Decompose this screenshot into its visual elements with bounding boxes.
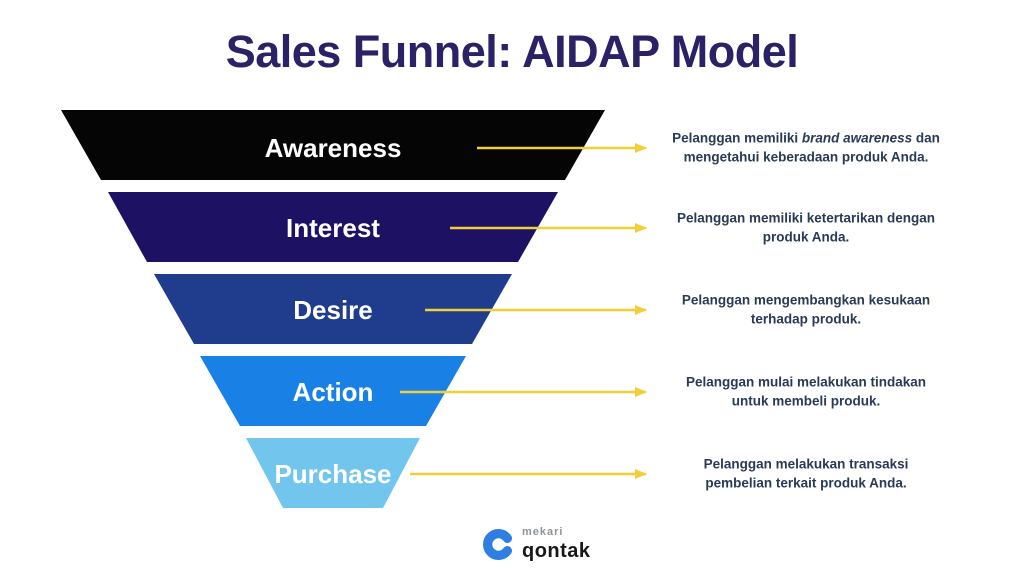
qontak-logo-icon xyxy=(483,528,513,560)
funnel-stage-label-action: Action xyxy=(292,377,374,407)
description-desire: Pelanggan mengembangkan kesukaan terhada… xyxy=(665,292,947,329)
description-action: Pelanggan mulai melakukan tindakan untuk… xyxy=(665,374,947,411)
funnel-stage-interest xyxy=(108,192,558,262)
funnel-stage-label-purchase: Purchase xyxy=(274,459,392,489)
funnel-stage-label-awareness: Awareness xyxy=(264,133,402,163)
description-line: Pelanggan memiliki brand awareness dan xyxy=(672,130,940,146)
description-line: Pelanggan memiliki ketertarikan dengan xyxy=(676,210,936,226)
description-awareness: Pelanggan memiliki brand awareness dan m… xyxy=(665,130,947,167)
funnel-stage-label-desire: Desire xyxy=(293,295,373,325)
logo-text-mekari: mekari xyxy=(522,526,564,538)
description-purchase: Pelanggan melakukan transaksi pembelian … xyxy=(665,456,947,493)
description-line: Pelanggan mulai melakukan tindakan xyxy=(685,374,927,390)
description-line: Pelanggan mengembangkan kesukaan xyxy=(681,292,931,308)
funnel-stage-action xyxy=(200,356,466,426)
logo-wordmark: mekari qontak xyxy=(522,526,591,562)
description-line: Pelanggan melakukan transaksi xyxy=(703,456,909,472)
mekari-qontak-logo: mekari qontak xyxy=(482,527,591,561)
funnel-stage-awareness xyxy=(61,110,605,180)
description-line: pembelian terkait produk Anda. xyxy=(705,475,907,490)
logo-text-qontak: qontak xyxy=(522,540,591,562)
funnel-stage-desire xyxy=(154,274,512,344)
description-line: terhadap produk. xyxy=(750,311,862,326)
funnel-stage-purchase xyxy=(246,438,420,508)
description-line: untuk membeli produk. xyxy=(731,393,881,408)
description-line: mengetahui keberadaan produk Anda. xyxy=(683,149,929,164)
page-title: Sales Funnel: AIDAP Model xyxy=(225,26,799,77)
description-line: produk Anda. xyxy=(762,229,850,244)
italic-phrase: brand awareness xyxy=(801,130,913,146)
funnel-stage-label-interest: Interest xyxy=(286,213,380,243)
description-interest: Pelanggan memiliki ketertarikan dengan p… xyxy=(665,210,947,247)
